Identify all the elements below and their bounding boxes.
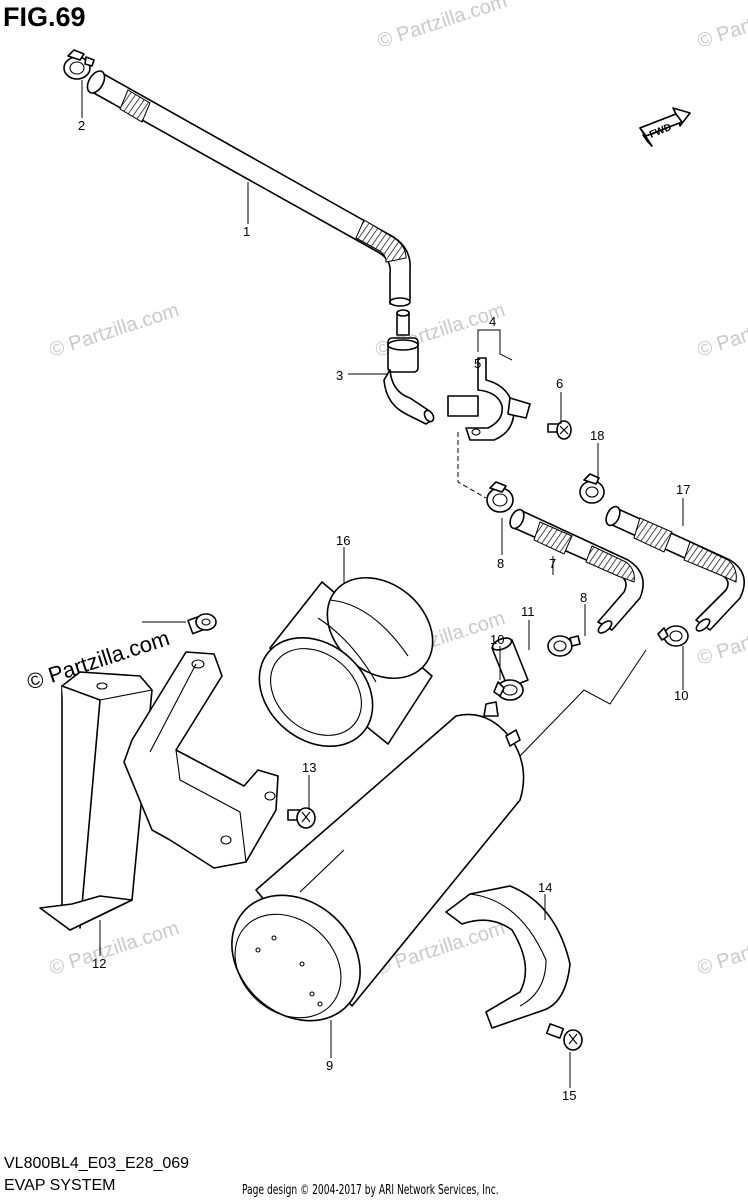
callout-12: 12 [92, 956, 106, 971]
callout-6: 6 [556, 376, 563, 391]
valve-part-3[interactable] [383, 309, 435, 425]
callout-11: 11 [521, 604, 535, 619]
callout-15: 15 [562, 1088, 576, 1103]
callout-17: 17 [676, 482, 690, 497]
callout-18: 18 [590, 428, 604, 443]
callout-10-right: 10 [674, 688, 688, 703]
callout-8-lower: 8 [580, 590, 587, 605]
screw-part-13[interactable] [287, 807, 316, 829]
callout-7: 7 [549, 556, 556, 571]
callout-9: 9 [326, 1058, 333, 1073]
callout-8-upper: 8 [497, 556, 504, 571]
hose-part-17[interactable] [603, 504, 746, 633]
canister-part-9[interactable] [207, 701, 525, 1046]
watermark: © Partzilla.com [695, 0, 748, 53]
page-credit: Page design © 2004-2017 by ARI Network S… [242, 1183, 499, 1198]
clamp-part-18[interactable] [579, 473, 605, 504]
clamp-part-2[interactable] [63, 49, 95, 80]
joint-part-11[interactable] [491, 636, 529, 689]
bracket-part-12[interactable] [39, 651, 279, 931]
callout-3: 3 [336, 368, 343, 383]
watermark: © Partzilla.com [375, 0, 510, 53]
callout-10-left: 10 [490, 632, 504, 647]
callout-1: 1 [243, 224, 250, 239]
screw-part-1-small[interactable] [187, 613, 217, 635]
hose-part-1[interactable] [84, 68, 411, 307]
callout-labels: 1 2 3 4 5 6 7 8 8 9 10 10 11 12 13 14 15… [78, 118, 690, 1103]
callout-13: 13 [302, 760, 316, 775]
fwd-arrow-icon: FWD [639, 107, 691, 147]
clamp-part-10-right[interactable] [657, 625, 689, 647]
watermark: © Partzilla.com [695, 917, 748, 980]
watermark: © Partzilla.com [47, 299, 182, 362]
screw-part-6[interactable] [547, 420, 572, 440]
callout-16: 16 [336, 533, 350, 548]
cushion-part-16[interactable] [238, 557, 453, 769]
system-name: EVAP SYSTEM [4, 1177, 116, 1194]
clamp-part-8-lower[interactable] [547, 635, 581, 657]
model-code: VL800BL4_E03_E28_069 [4, 1155, 190, 1172]
clamp-part-10[interactable] [493, 679, 524, 701]
callout-14: 14 [538, 880, 552, 895]
clamp-part-8[interactable] [486, 481, 514, 513]
callout-2: 2 [78, 118, 85, 133]
cushion-part-14[interactable] [445, 885, 571, 1029]
bracket-part-5[interactable] [447, 357, 531, 441]
callout-5: 5 [474, 356, 481, 371]
figure-title: FIG.69 [3, 2, 86, 32]
callout-4: 4 [489, 314, 496, 329]
watermark: © Partzilla.com [695, 299, 748, 362]
leader-lines [81, 80, 684, 1088]
screw-part-15[interactable] [545, 1023, 583, 1051]
hose-part-7[interactable] [507, 507, 644, 635]
